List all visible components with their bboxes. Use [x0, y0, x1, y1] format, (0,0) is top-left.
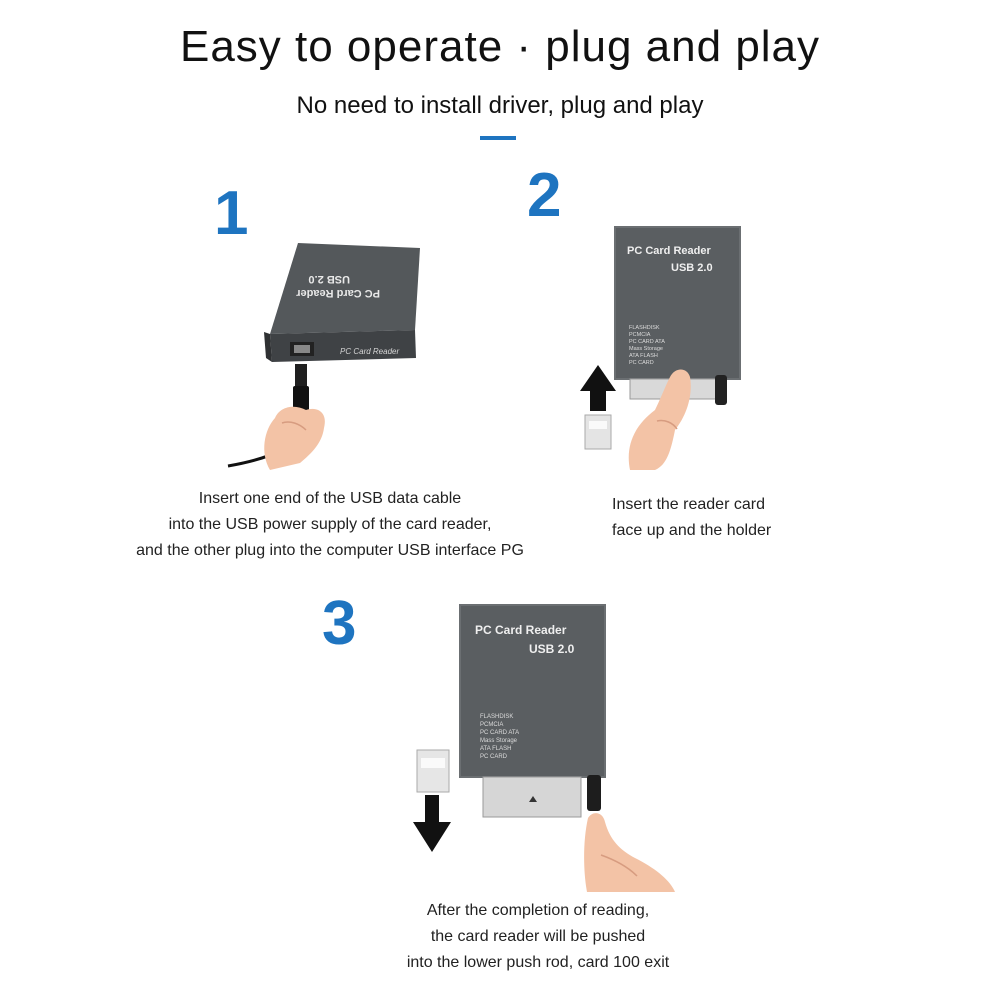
- step-3-illustration: PC Card Reader USB 2.0 FLASHDISK PCMCIA …: [413, 604, 675, 892]
- caption-line: the card reader will be pushed: [430, 928, 646, 945]
- step-2-number: 2: [527, 161, 562, 230]
- eject-button: [715, 375, 727, 405]
- caption-line: Insert the reader card: [612, 496, 765, 513]
- svg-text:PC CARD ATA: PC CARD ATA: [480, 730, 519, 736]
- caption-line: into the USB power supply of the card re…: [168, 516, 492, 533]
- svg-text:PC CARD ATA: PC CARD ATA: [629, 339, 665, 345]
- arrow-up-icon: [580, 365, 616, 411]
- card-reader-device: PC Card Reader USB 2.0 FLASHDISK PCMCIA …: [614, 226, 741, 405]
- step-2-caption: Insert the reader card face up and the h…: [612, 492, 872, 544]
- pc-card-icon: [584, 414, 612, 450]
- caption-line: After the completion of reading,: [426, 902, 650, 919]
- hand-icon: [584, 813, 675, 892]
- svg-text:PCMCIA: PCMCIA: [629, 332, 651, 338]
- page-title: Easy to operate · plug and play: [179, 22, 821, 71]
- step-1-number: 1: [214, 179, 249, 248]
- step-3-number: 3: [322, 589, 357, 658]
- step-3-caption: After the completion of reading, the car…: [338, 898, 738, 976]
- svg-text:FLASHDISK: FLASHDISK: [480, 714, 513, 720]
- card-reader-device: PC Card Reader USB 2.0 FLASHDISK PCMCIA …: [459, 604, 606, 818]
- front-label: PC Card Reader: [340, 347, 399, 356]
- caption-line: face up and the holder: [612, 522, 772, 539]
- svg-text:Mass Storage: Mass Storage: [629, 346, 663, 352]
- device-model: USB 2.0: [529, 642, 575, 656]
- hand-icon: [628, 369, 691, 470]
- card-slot: [482, 776, 582, 818]
- arrow-down-icon: [413, 795, 451, 852]
- device-model: USB 2.0: [308, 273, 350, 285]
- device-label: PC Card Reader: [627, 245, 711, 257]
- card-reader-device: PC Card Reader USB 2.0 PC Card Reader: [264, 243, 420, 362]
- svg-text:FLASHDISK: FLASHDISK: [629, 325, 660, 331]
- title-underline: [480, 136, 516, 140]
- pc-card-icon: [416, 749, 450, 793]
- caption-line: into the lower push rod, card 100 exit: [406, 954, 670, 971]
- eject-button: [587, 775, 601, 811]
- page-subtitle: No need to install driver, plug and play: [296, 92, 704, 119]
- svg-text:PC CARD: PC CARD: [629, 360, 654, 366]
- svg-text:Mass Storage: Mass Storage: [480, 738, 518, 744]
- step-2-illustration: PC Card Reader USB 2.0 FLASHDISK PCMCIA …: [580, 226, 741, 470]
- hand-icon: [264, 406, 325, 470]
- device-label: PC Card Reader: [296, 287, 380, 299]
- step-1-illustration: PC Card Reader USB 2.0 PC Card Reader: [227, 243, 420, 470]
- svg-text:PC CARD: PC CARD: [480, 754, 508, 760]
- svg-text:ATA FLASH: ATA FLASH: [480, 746, 511, 752]
- step-1-caption: Insert one end of the USB data cable int…: [80, 486, 580, 564]
- svg-text:ATA FLASH: ATA FLASH: [629, 353, 658, 359]
- device-model: USB 2.0: [671, 262, 713, 274]
- svg-text:PCMCIA: PCMCIA: [480, 722, 503, 728]
- device-label: PC Card Reader: [475, 623, 567, 637]
- caption-line: Insert one end of the USB data cable: [198, 490, 462, 507]
- caption-line: and the other plug into the computer USB…: [136, 542, 524, 559]
